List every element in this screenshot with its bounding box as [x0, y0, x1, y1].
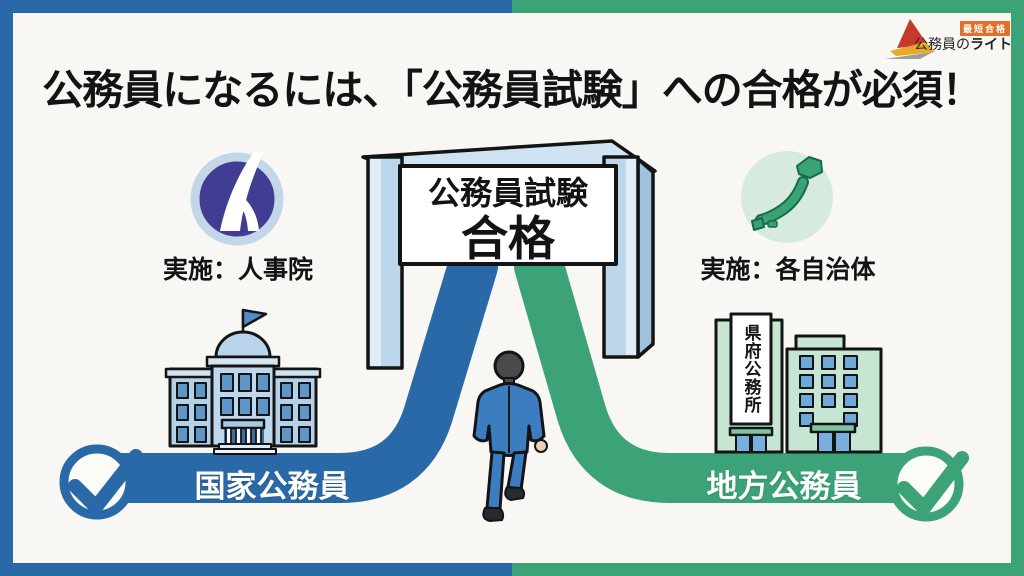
exam-gate: [361, 139, 657, 370]
caption-national: 実施：人事院: [162, 256, 313, 284]
border-left: [0, 0, 13, 576]
border-top-local: [512, 0, 1024, 13]
logo-brand-text: 公務員のライト: [914, 36, 1012, 52]
flag-icon: [241, 308, 268, 329]
border-top-national: [0, 0, 512, 13]
path-national: [78, 241, 498, 503]
border-bottom-local: [512, 563, 1024, 576]
prefecture-buildings: [714, 312, 883, 454]
brand-logo: 最短合格 公務員のライト: [884, 15, 1012, 59]
japan-map-icon: [741, 151, 833, 243]
check-icon-local: [888, 446, 969, 522]
gate-sign-panel: [398, 164, 618, 266]
walking-person-icon: [472, 350, 548, 522]
band-label-national: 国家公務員: [194, 469, 350, 504]
mountain-logo-icon: [885, 19, 935, 59]
jinjiin-emblem-icon: [190, 152, 284, 246]
border-bottom-national: [0, 563, 512, 576]
building-sign-text: 県府公務所: [741, 324, 761, 414]
page-title: 公務員になるには、「公務員試験」への合格が必須！: [42, 67, 983, 113]
path-local: [514, 241, 952, 503]
gate-sign-line2: 合格: [461, 212, 555, 266]
caption-local: 実施：各自治体: [700, 256, 876, 284]
border-right: [1011, 0, 1024, 576]
gate-sign-text: 公務員試験 合格: [400, 175, 616, 266]
government-building: [164, 308, 322, 455]
check-icon-national: [59, 444, 143, 520]
gate-sign-line1: 公務員試験: [427, 175, 588, 211]
logo-badge: 最短合格: [959, 21, 1010, 36]
band-label-local: 地方公務員: [706, 469, 862, 504]
